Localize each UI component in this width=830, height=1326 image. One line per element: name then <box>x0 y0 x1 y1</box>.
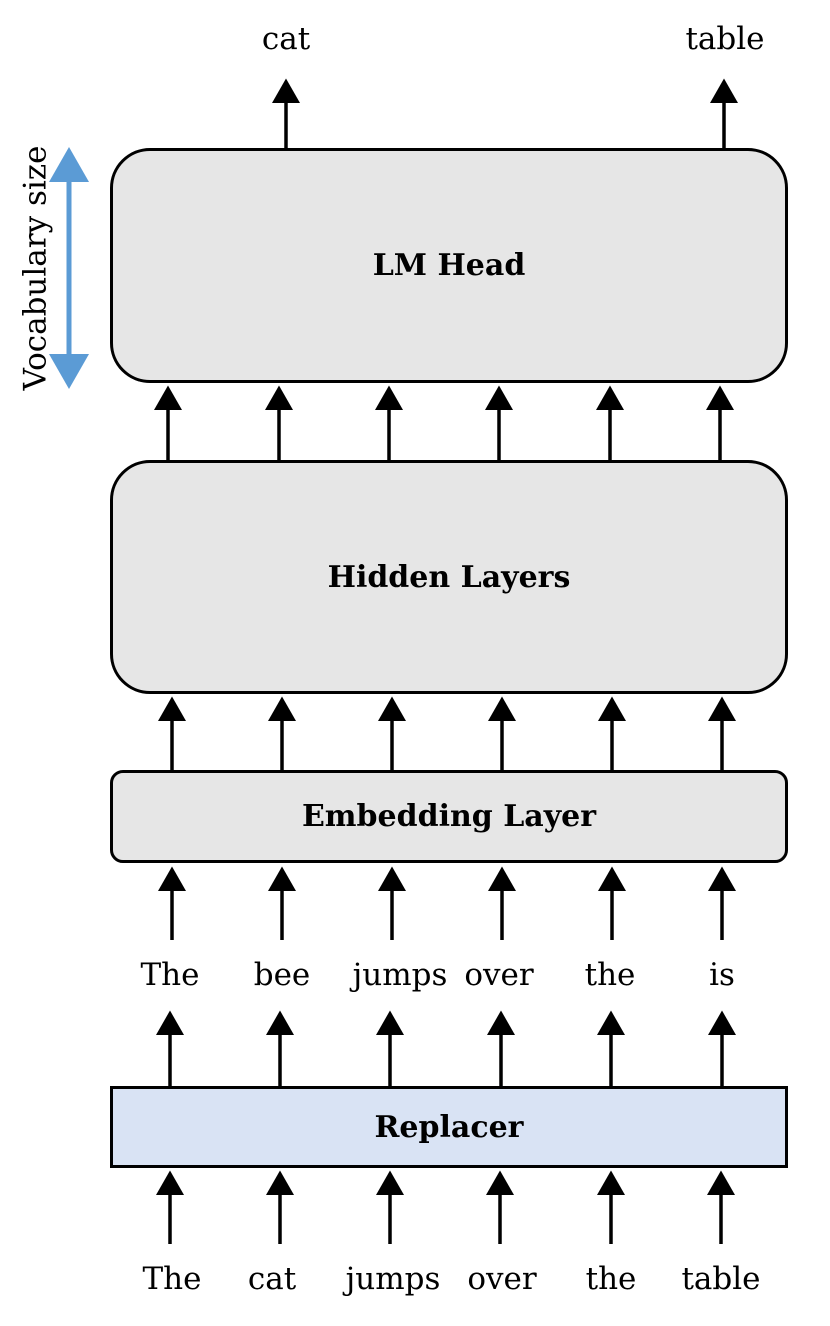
output-token: table <box>685 21 765 57</box>
input-token: The <box>142 1261 202 1297</box>
input-token: the <box>585 1261 637 1297</box>
replacer-block: Replacer <box>110 1086 788 1168</box>
hidden-layers-label: Hidden Layers <box>327 559 571 595</box>
vocabulary-size-label: Vocabulary size <box>17 145 54 391</box>
lm-head-block: LM Head <box>110 148 788 383</box>
replaced-token: The <box>140 957 200 993</box>
input-token: table <box>681 1261 761 1297</box>
input-token: jumps <box>345 1261 441 1297</box>
output-token: cat <box>261 21 311 57</box>
input-token: cat <box>247 1261 297 1297</box>
embedding-layer-block: Embedding Layer <box>110 770 788 863</box>
replaced-token: jumps <box>352 957 448 993</box>
replaced-token: bee <box>253 957 311 993</box>
replacer-label: Replacer <box>374 1109 524 1145</box>
hidden-layers-block: Hidden Layers <box>110 460 788 694</box>
replaced-token: over <box>464 957 534 993</box>
flow-arrows <box>154 78 738 1244</box>
input-token: over <box>467 1261 537 1297</box>
replaced-token: is <box>709 957 735 993</box>
lm-head-label: LM Head <box>372 248 526 283</box>
embedding-layer-label: Embedding Layer <box>301 799 597 834</box>
replaced-token: the <box>584 957 636 993</box>
